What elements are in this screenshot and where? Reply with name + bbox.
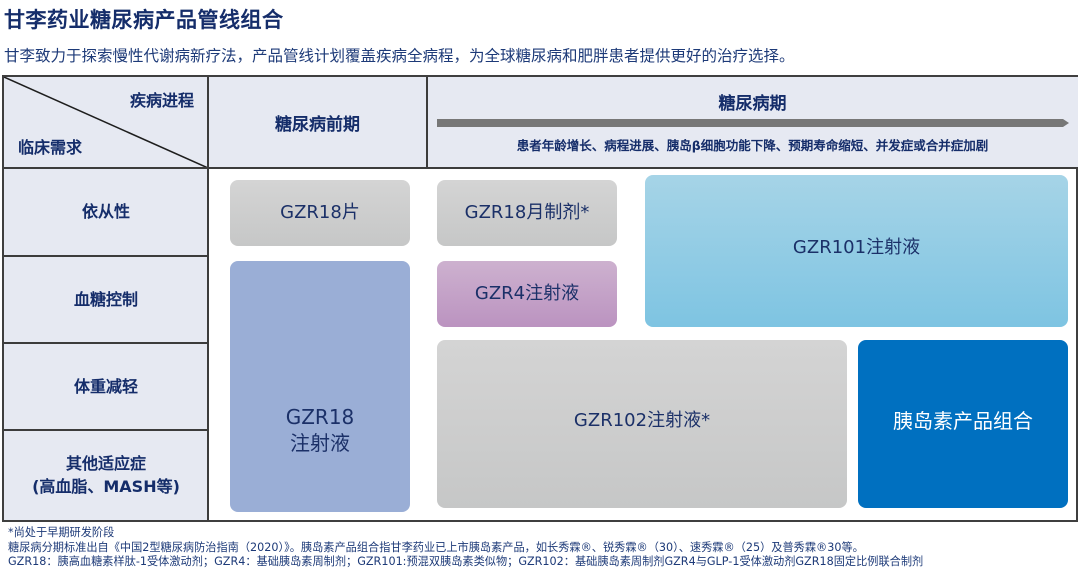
row-divider [4, 429, 208, 431]
corner-header-cell: 疾病进程 临床需求 [4, 77, 208, 168]
row-label-glycemic-control: 血糖控制 [4, 256, 208, 343]
product-label: GZR4注射液 [474, 283, 580, 305]
product-label-line2: 注射液 [290, 430, 350, 455]
diagonal-divider-icon [4, 77, 208, 168]
row-label-weight-loss: 体重减轻 [4, 343, 208, 430]
footnote-staging-source: 糖尿病分期标准出自《中国2型糖尿病防治指南（2020）》。胰岛素产品组合指甘李药… [8, 540, 864, 554]
product-gzr101-injection: GZR101注射液 [645, 175, 1068, 327]
column-divider [207, 77, 209, 520]
disease-progression-label: 疾病进程 [129, 91, 194, 110]
product-label: GZR18月制剂* [464, 202, 590, 224]
column-header-prediabetes: 糖尿病前期 [208, 77, 427, 168]
row-label-text: 其他适应症 [65, 453, 146, 473]
diabetes-stage-label: 糖尿病期 [718, 94, 787, 114]
row-label-other-indications: 其他适应症 (高血脂、MASH等) [4, 430, 208, 520]
column-divider [426, 77, 428, 168]
product-insulin-portfolio: 胰岛素产品组合 [858, 340, 1068, 508]
row-divider [4, 255, 208, 257]
pipeline-table: 疾病进程 临床需求 糖尿病前期 糖尿病期 患者年龄增长、病程进展、胰岛β细胞功能… [2, 75, 1078, 522]
product-label: GZR101注射液 [792, 237, 921, 259]
column-header-diabetes: 糖尿病期 患者年龄增长、病程进展、胰岛β细胞功能下降、预期寿命缩短、并发症或合并… [427, 77, 1078, 168]
product-label: GZR18片 [280, 202, 360, 224]
product-gzr18-monthly: GZR18月制剂* [437, 180, 617, 246]
row-label-subtext: (高血脂、MASH等) [32, 477, 180, 496]
clinical-need-label: 临床需求 [18, 138, 83, 157]
row-label-compliance: 依从性 [4, 168, 208, 256]
progression-description: 患者年龄增长、病程进展、胰岛β细胞功能下降、预期寿命缩短、并发症或合并症加剧 [516, 138, 989, 153]
product-label: 胰岛素产品组合 [893, 409, 1033, 433]
footnotes: *尚处于早期研发阶段 糖尿病分期标准出自《中国2型糖尿病防治指南（2020）》。… [8, 526, 923, 570]
product-label: GZR102注射液* [573, 410, 711, 432]
progression-arrow-icon [437, 119, 1069, 127]
row-label-text: 血糖控制 [73, 289, 138, 309]
footnote-product-definitions: GZR18：胰高血糖素样肽-1受体激动剂；GZR4：基础胰岛素周制剂；GZR10… [8, 555, 924, 568]
row-divider [4, 342, 208, 344]
product-gzr4-injection: GZR4注射液 [437, 261, 617, 327]
product-gzr18-injection: GZR18 注射液 [230, 261, 410, 512]
product-label: GZR18 [285, 404, 355, 429]
row-label-text: 体重减轻 [73, 376, 138, 396]
product-gzr102-injection: GZR102注射液* [437, 340, 847, 508]
row-label-text: 依从性 [81, 202, 130, 222]
header-divider [4, 167, 1078, 169]
product-gzr18-tablet: GZR18片 [230, 180, 410, 246]
page-subtitle: 甘李致力于探索慢性代谢病新疗法，产品管线计划覆盖疾病全病程，为全球糖尿病和肥胖患… [4, 47, 795, 65]
page-title: 甘李药业糖尿病产品管线组合 [4, 8, 284, 32]
footnote-early-stage: *尚处于早期研发阶段 [8, 526, 115, 539]
